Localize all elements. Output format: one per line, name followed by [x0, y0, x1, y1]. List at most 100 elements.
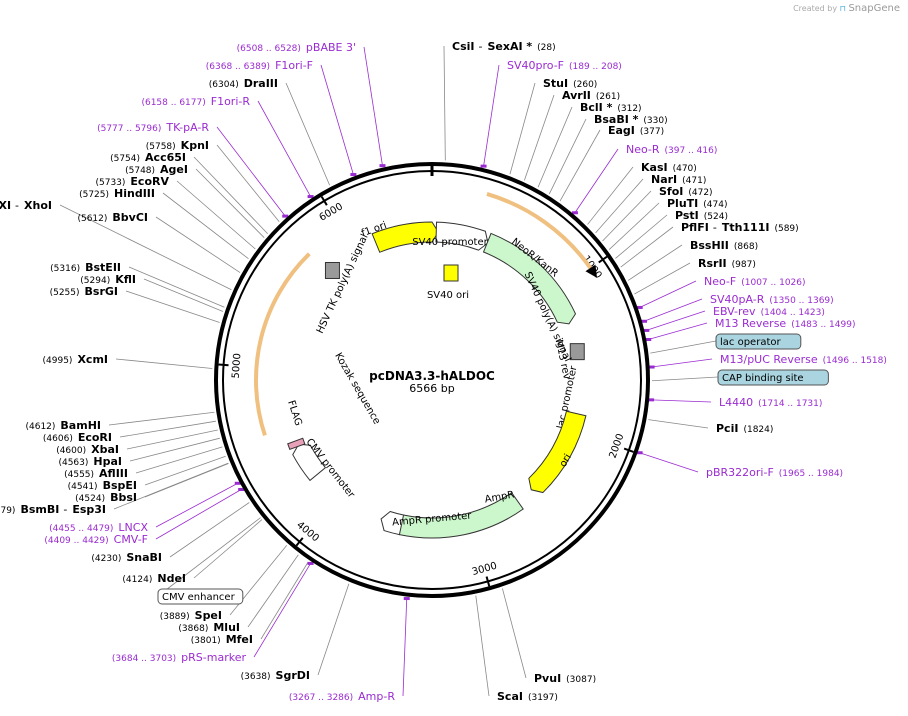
primer-pos: (4455 .. 4479) [49, 524, 113, 534]
enzyme-site: (5294) KflI [80, 273, 136, 286]
enzyme-site: (4606)EcoRI [43, 431, 112, 444]
enzyme-name: Acc65I [145, 151, 186, 164]
enzyme-pos: (28) [537, 43, 555, 53]
enzyme-site: (5748)AgeI [125, 163, 188, 176]
primer-name: F1ori-R [211, 95, 251, 108]
enzyme-label: (5725)HindIII [79, 187, 155, 200]
enzyme-name: KflI [115, 273, 136, 286]
leader-line [247, 554, 299, 628]
leader-line [443, 45, 446, 161]
enzyme-pos: (471) [682, 176, 706, 186]
leader-line [651, 358, 713, 368]
enzyme-label: EagI(377) [608, 124, 664, 137]
leader-line [229, 545, 288, 616]
primer-pos: (1404 .. 1423) [761, 308, 825, 318]
leader-line [155, 482, 238, 528]
enzyme-label: (4541)BspEI [68, 479, 137, 492]
enzyme-name: PflFI [681, 221, 709, 234]
enzyme-site: (4612)BamHI [25, 419, 101, 432]
leader-line [648, 322, 708, 340]
primer-label: M13 Reverse(1483 .. 1499) [715, 317, 855, 330]
boxed-label-text: CMV enhancer [162, 592, 236, 603]
primer-label: (6368 .. 6389)F1ori-F [206, 59, 313, 72]
enzyme-pos: (987) [732, 260, 756, 270]
primer-site: SV40pro-F(189 .. 208) [507, 59, 622, 72]
leader-line [639, 280, 697, 308]
enzyme-label: AvrII(261) [562, 89, 620, 102]
enzyme-site: RsrII (987) [698, 257, 756, 270]
enzyme-name: BspEI [103, 479, 137, 492]
enzyme-name: RsrII [698, 257, 727, 270]
enzyme-name: PvuI [534, 672, 561, 685]
enzyme-label: PstI(524) [675, 209, 728, 222]
enzyme-name: BssHII [690, 239, 729, 252]
enzyme-pos: (5294) [80, 276, 110, 286]
enzyme-pos: (377) [640, 127, 664, 137]
leader-line [475, 595, 490, 697]
leader-line [587, 166, 634, 225]
leader-line [162, 192, 249, 260]
enzyme-name: MluI [213, 621, 240, 634]
enzyme-label: (4524)BbsI [75, 491, 137, 504]
sv40-promoter-feature [435, 221, 489, 251]
primer-pos: (1350 .. 1369) [769, 296, 833, 306]
enzyme-name: KasI [641, 161, 668, 174]
enzyme-site: (4524)BbsI [75, 491, 137, 504]
flag-label: FLAG [285, 399, 303, 427]
neor-kanr-feature [482, 232, 577, 325]
enzyme-name: BsaBI * [594, 113, 639, 126]
primer-label: (3267 .. 3286)Amp-R [289, 690, 395, 703]
leader-line [650, 340, 717, 354]
enzyme-pos: (5754) [110, 154, 140, 164]
enzyme-name: EcoRI [78, 431, 112, 444]
tick-mark [320, 196, 328, 206]
leader-line [651, 376, 719, 382]
leader-line [144, 455, 226, 486]
enzyme-pos: (472) [688, 188, 712, 198]
enzyme-name: BbsI [110, 491, 137, 504]
primer-label: (6508 .. 6528)pBABE 3' [237, 41, 356, 54]
leader-line [193, 156, 268, 234]
primer-pos: (189 .. 208) [569, 62, 622, 72]
enzyme-site: AvrII(261) [562, 89, 620, 102]
leader-line [537, 106, 573, 188]
leader-line [523, 94, 555, 181]
leader-line [651, 399, 712, 403]
enzyme-label: (3889)SpeI [160, 609, 222, 622]
enzyme-site: (5612)BbvCI [77, 211, 148, 224]
enzyme-name: HpaI [93, 455, 122, 468]
leader-line [129, 437, 220, 462]
leader-line [548, 118, 587, 195]
credit: Created by ⊓ SnapGene [793, 3, 900, 14]
tick-label: 6000 [317, 201, 344, 224]
boxed-label-bg [717, 369, 829, 386]
primer-name: SV40pA-R [710, 293, 765, 306]
leader-line [193, 519, 263, 579]
enzyme-name: BbvCI [112, 211, 148, 224]
snapgene-logo-icon: ⊓ [839, 4, 846, 13]
primer-name: M13/pUC Reverse [720, 353, 818, 366]
site-labels: CsiI-SexAI *(28)StuI(260)AvrII(261)BclI … [0, 40, 887, 703]
enzyme-site: EagI(377) [608, 124, 664, 137]
primer-label: SV40pA-R (1350 .. 1369) [710, 293, 834, 306]
leader-line [115, 358, 213, 369]
boxed-feature-label: CMV enhancer [157, 588, 244, 605]
enzyme-label: (5713)PaeR7I-PspXI-XhoI [0, 199, 52, 212]
sv40-polya-feature [569, 343, 585, 361]
enzyme-name: SnaBI [126, 551, 162, 564]
tick-label: 5000 [231, 353, 244, 379]
sv40-ori-feature [443, 264, 459, 282]
enzyme-name: SgrDI [276, 669, 310, 682]
enzyme-label: (3868)MluI [178, 621, 240, 634]
enzyme-pos: (4124) [122, 575, 152, 585]
leader-line [509, 82, 536, 175]
enzyme-pos: (4600) [56, 446, 86, 456]
primer-name: Neo-F [704, 275, 736, 288]
enzyme-pos: (4230) [91, 554, 121, 564]
enzyme-site: (3868)MluI [178, 621, 240, 634]
leader-line [253, 563, 311, 658]
primer-label: (5777 .. 5796)TK-pA-R [97, 121, 209, 134]
enzyme-label: BsaBI *(330) [594, 113, 668, 126]
enzyme-label: (5748)AgeI [125, 163, 188, 176]
